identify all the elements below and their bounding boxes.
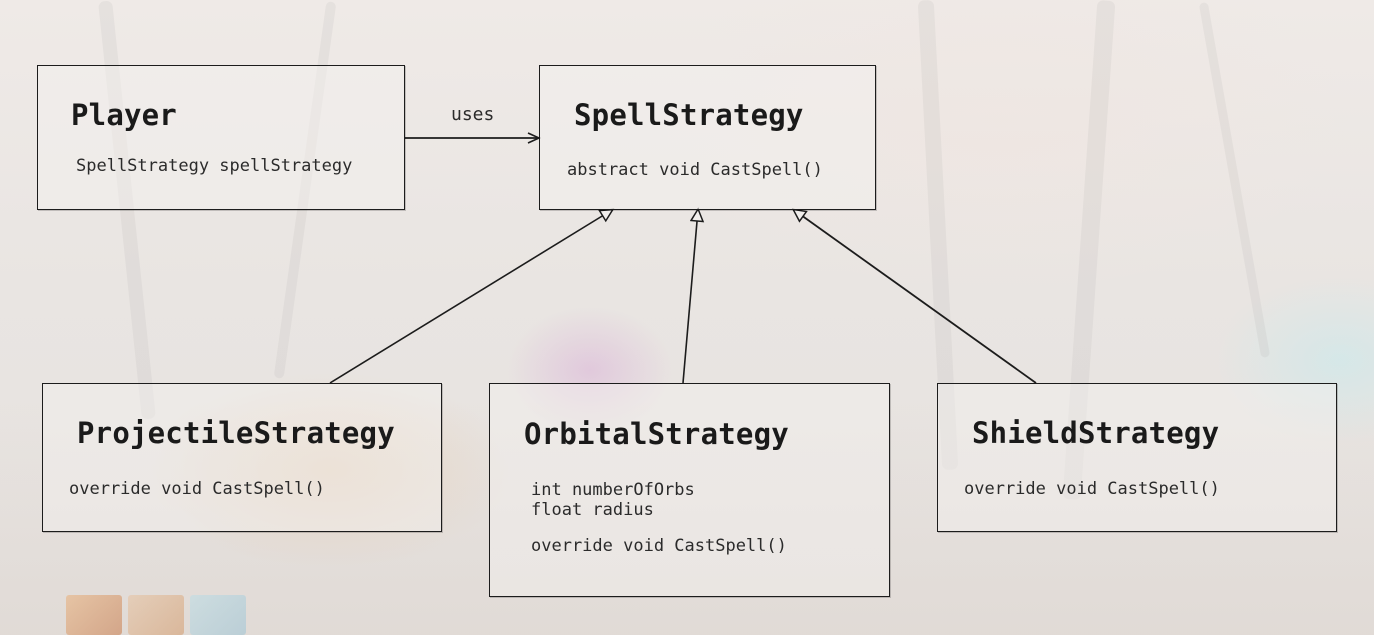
- class-name: ProjectileStrategy: [77, 416, 395, 450]
- hotbar-slot: [128, 595, 184, 635]
- hotbar-slot: [190, 595, 246, 635]
- class-name: OrbitalStrategy: [524, 417, 789, 451]
- uses-label: uses: [451, 104, 495, 125]
- inheritance-line-projectile: [329, 210, 612, 384]
- spell-strategy-class-box: SpellStrategy abstract void CastSpell(): [539, 65, 876, 210]
- class-member: abstract void CastSpell(): [567, 160, 823, 180]
- inheritance-line-orbital: [682, 210, 698, 384]
- class-member: override void CastSpell(): [69, 479, 325, 499]
- projectile-strategy-class-box: ProjectileStrategy override void CastSpe…: [42, 383, 442, 532]
- class-field: int numberOfOrbs: [531, 480, 695, 500]
- class-member: override void CastSpell(): [964, 479, 1220, 499]
- shield-strategy-class-box: ShieldStrategy override void CastSpell(): [937, 383, 1337, 532]
- class-name: ShieldStrategy: [972, 416, 1220, 450]
- class-name: Player: [71, 98, 177, 132]
- player-class-box: Player SpellStrategy spellStrategy: [37, 65, 405, 210]
- class-name: SpellStrategy: [574, 98, 804, 132]
- class-method: override void CastSpell(): [531, 536, 787, 556]
- hotbar-slot: [66, 595, 122, 635]
- inheritance-line-shield: [794, 210, 1037, 384]
- class-field: float radius: [531, 500, 654, 520]
- orbital-strategy-class-box: OrbitalStrategy int numberOfOrbs float r…: [489, 383, 890, 597]
- class-member: SpellStrategy spellStrategy: [76, 156, 353, 176]
